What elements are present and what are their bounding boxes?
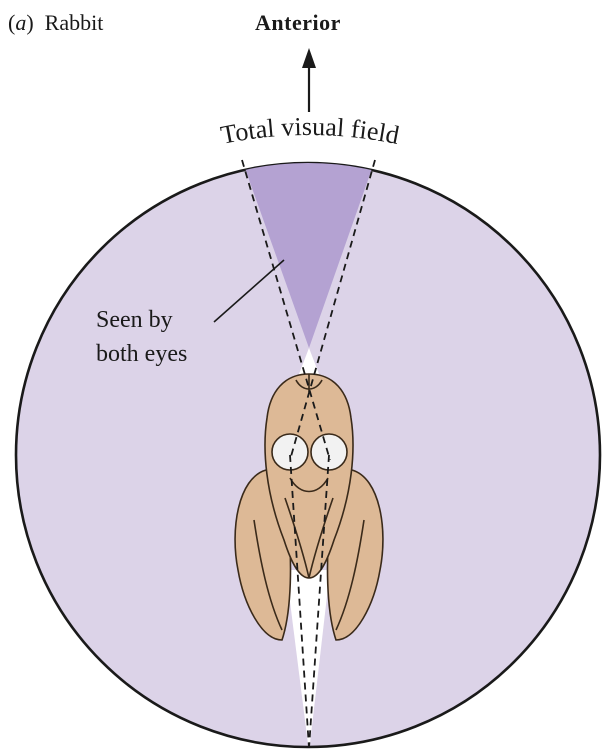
- binocular-label-line2: both eyes: [96, 341, 187, 368]
- left-eye: [272, 434, 308, 470]
- binocular-label-line1: Seen by: [96, 307, 173, 334]
- anterior-arrow-head: [302, 48, 316, 68]
- total-visual-field-label: Total visual field: [218, 112, 401, 150]
- right-eye: [311, 434, 347, 470]
